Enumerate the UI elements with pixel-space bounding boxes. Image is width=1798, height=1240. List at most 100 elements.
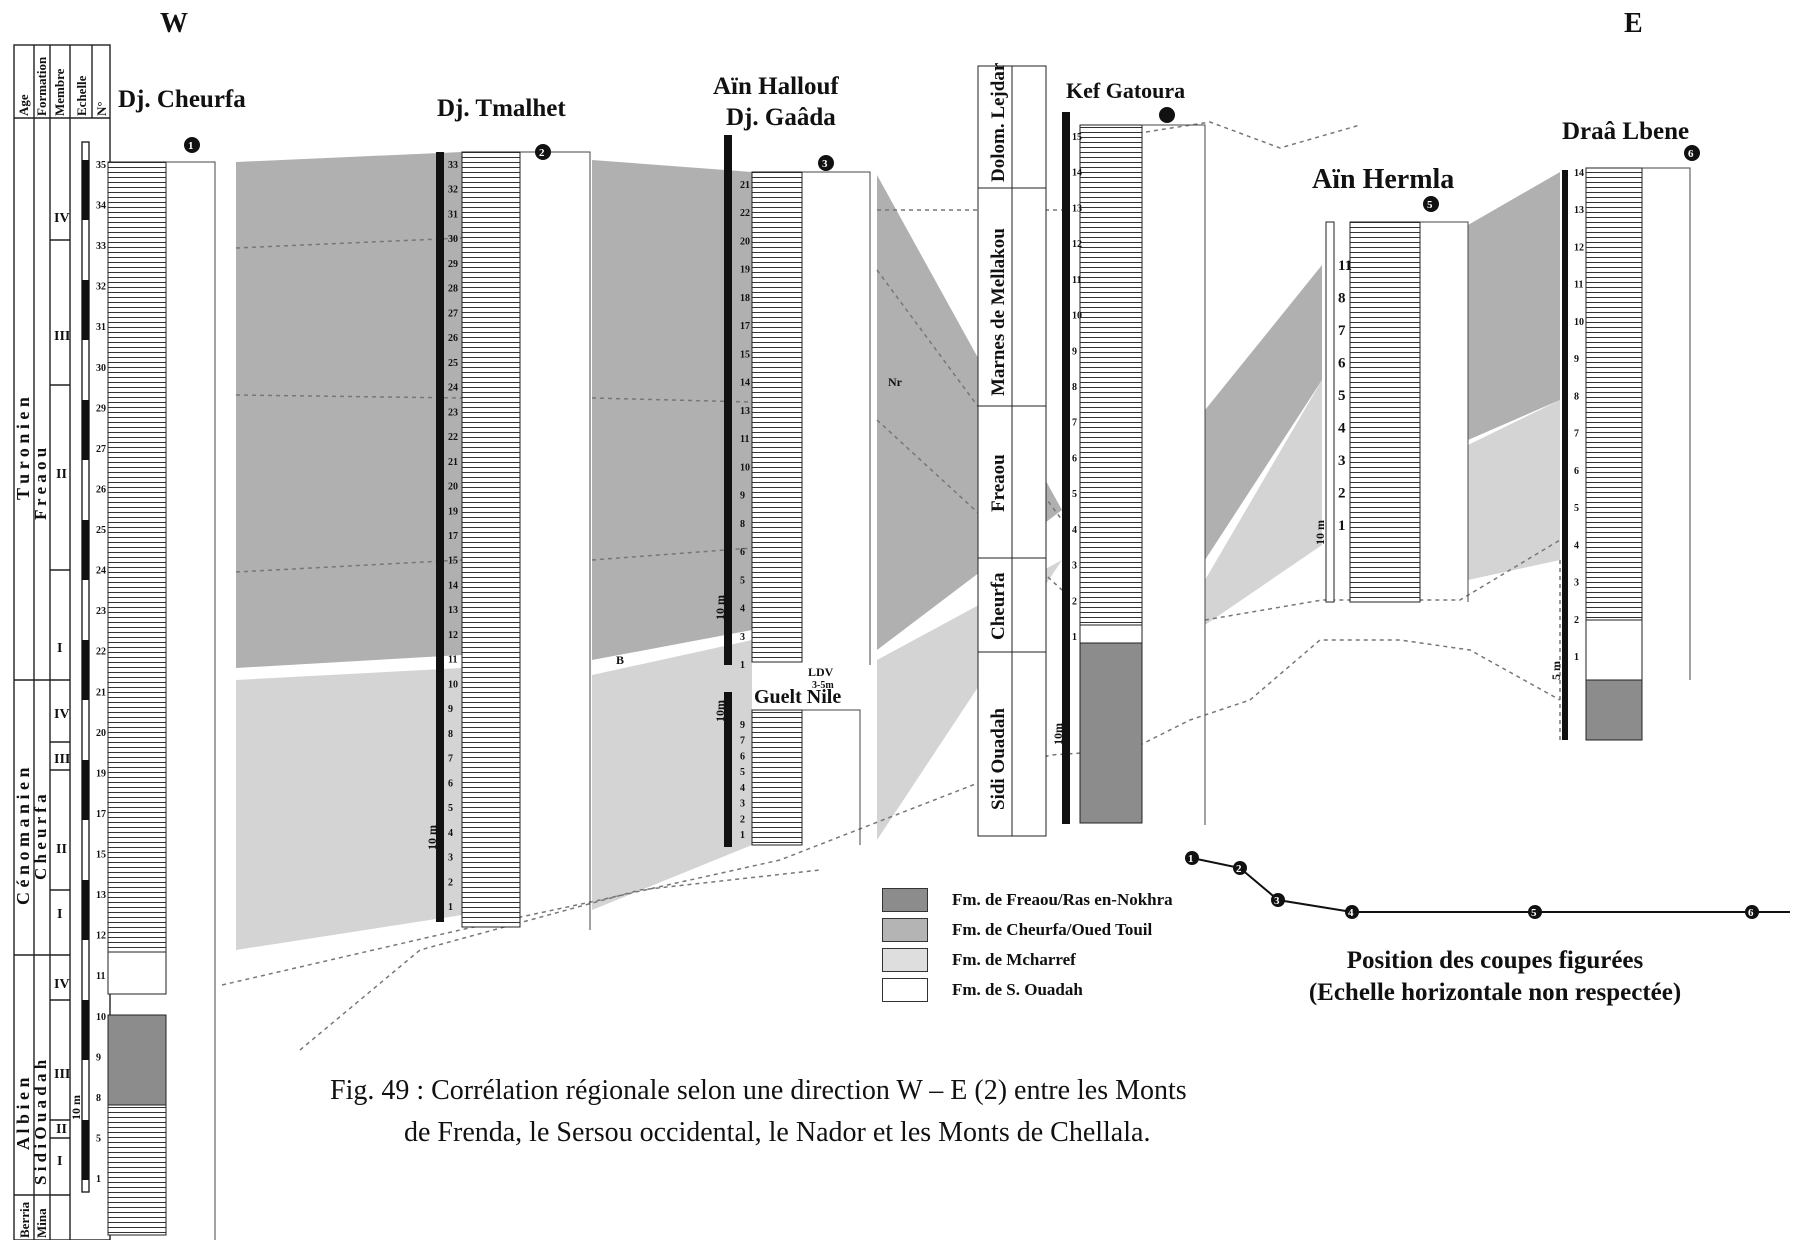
section-1-column	[108, 162, 215, 1240]
guelt-nile-scale-label: 10m	[713, 700, 727, 722]
bed-number: 19	[96, 768, 106, 779]
formation-cheurfa: C h e u r f a	[31, 794, 50, 880]
section-5-title: Aïn Hermla	[1312, 164, 1454, 196]
figure-caption: Fig. 49 : Corrélation régionale selon un…	[330, 1070, 1380, 1154]
bed-number: 1	[740, 830, 745, 841]
bed-number: 5	[448, 803, 453, 814]
section-6-scale-label: 5 m	[1549, 661, 1563, 680]
section-3-scale-label: 10 m	[713, 595, 727, 620]
reference-scale-ticks	[82, 160, 89, 1180]
bed-number: 11	[1072, 275, 1081, 286]
kef-fm-sidi-ouadah: Sidi Ouadah	[988, 708, 1009, 810]
age-mina: Mina	[34, 1208, 49, 1238]
bed-number: 20	[448, 482, 458, 493]
section-5-scale-label: 10 m	[1313, 520, 1327, 545]
bed-number: 4	[1338, 421, 1346, 437]
band-freaou-1-2	[236, 152, 462, 668]
annotation-b: B	[616, 653, 624, 667]
legend-label: Fm. de Freaou/Ras en-Nokhra	[952, 890, 1173, 910]
bed-number: 9	[96, 1052, 101, 1063]
bed-number: 18	[740, 293, 750, 304]
position-point: 4	[1348, 907, 1354, 919]
bed-number: 10	[1574, 317, 1584, 328]
kef-fm-cheurfa: Cheurfa	[988, 572, 1009, 640]
section-2-number: 2	[539, 147, 545, 159]
section-3-title-line1: Aïn Hallouf	[713, 73, 839, 101]
bed-number: 13	[1574, 205, 1584, 216]
bed-number: 33	[448, 160, 458, 171]
band-cheurfa-1-2	[236, 668, 462, 950]
bed-number: 8	[1072, 382, 1077, 393]
bed-number: 6	[448, 778, 453, 789]
legend-swatch	[882, 888, 928, 912]
bed-number: 5	[1338, 388, 1346, 404]
legend-item: Fm. de Cheurfa/Oued Touil	[882, 915, 1173, 945]
legend-label: Fm. de S. Ouadah	[952, 980, 1083, 1000]
member-label: III	[54, 1067, 70, 1082]
bed-number: 1	[96, 1174, 101, 1185]
bed-number: 15	[96, 850, 106, 861]
bed-number: 4	[740, 604, 745, 615]
bed-number: 9	[1072, 346, 1077, 357]
bed-number: 35	[96, 160, 106, 171]
legend: Fm. de Freaou/Ras en-Nokhra Fm. de Cheur…	[882, 885, 1173, 1005]
bed-number: 33	[96, 241, 106, 252]
section-6-number: 6	[1688, 148, 1694, 160]
annotation-ldv: LDV	[808, 665, 834, 679]
bed-number: 7	[740, 736, 745, 747]
bed-number: 2	[1574, 615, 1579, 626]
section-5-column	[1326, 222, 1468, 602]
bed-number: 31	[448, 209, 458, 220]
position-map-title: Position des coupes figurées (Echelle ho…	[1270, 945, 1720, 1009]
bed-number: 17	[96, 809, 106, 820]
bed-number: 12	[96, 931, 106, 942]
bed-number: 29	[448, 259, 458, 270]
member-label: III	[54, 329, 70, 344]
age-berria: Berria	[17, 1201, 32, 1238]
bed-number: 3	[740, 632, 745, 643]
legend-item: Fm. de S. Ouadah	[882, 975, 1173, 1005]
bed-number: 1	[1338, 518, 1346, 534]
bed-number: 5	[1574, 503, 1579, 514]
bed-number: 14	[448, 580, 458, 591]
bed-number: 32	[448, 185, 458, 196]
section-3-number: 3	[822, 158, 828, 170]
position-map-title-line2: (Echelle horizontale non respectée)	[1270, 977, 1720, 1009]
legend-label: Fm. de Cheurfa/Oued Touil	[952, 920, 1152, 940]
bed-number: 1	[1574, 652, 1579, 663]
bed-number: 2	[740, 814, 745, 825]
bed-number: 19	[448, 506, 458, 517]
formation-sidi-ouadah: S i d i O u a d a h	[31, 1059, 50, 1185]
member-label: II	[56, 1122, 67, 1137]
bed-number: 7	[448, 754, 453, 765]
bed-number: 17	[448, 531, 458, 542]
bed-number: 8	[96, 1093, 101, 1104]
bed-number: 3	[740, 799, 745, 810]
bed-number: 22	[96, 647, 106, 658]
bed-number: 13	[740, 406, 750, 417]
bed-number: 30	[96, 363, 106, 374]
bed-number: 15	[740, 349, 750, 360]
bed-number: 3	[1072, 561, 1077, 572]
header-labels: Age Formation Membre Echelle N°	[16, 56, 109, 116]
kef-fm-freaou: Freaou	[988, 454, 1009, 512]
bed-number: 8	[740, 519, 745, 530]
reference-scale-label: 10 m	[69, 1095, 83, 1120]
bed-number: 23	[448, 407, 458, 418]
bed-number: 15	[1072, 132, 1082, 143]
bed-number: 14	[740, 378, 750, 389]
bed-number: 26	[448, 333, 458, 344]
bed-number: 1	[1072, 632, 1077, 643]
bed-number: 7	[1574, 429, 1579, 440]
bed-number: 11	[96, 971, 105, 982]
legend-item: Fm. de Mcharref	[882, 945, 1173, 975]
bed-number: 27	[96, 444, 106, 455]
bed-number: 4	[740, 783, 745, 794]
bed-number: 4	[448, 828, 453, 839]
bed-number: 8	[448, 729, 453, 740]
position-point: 2	[1236, 863, 1242, 875]
bed-number: 24	[448, 383, 458, 394]
legend-label: Fm. de Mcharref	[952, 950, 1076, 970]
section-3-title-line2: Dj. Gaâda	[726, 104, 836, 132]
bed-number: 10	[96, 1012, 106, 1023]
